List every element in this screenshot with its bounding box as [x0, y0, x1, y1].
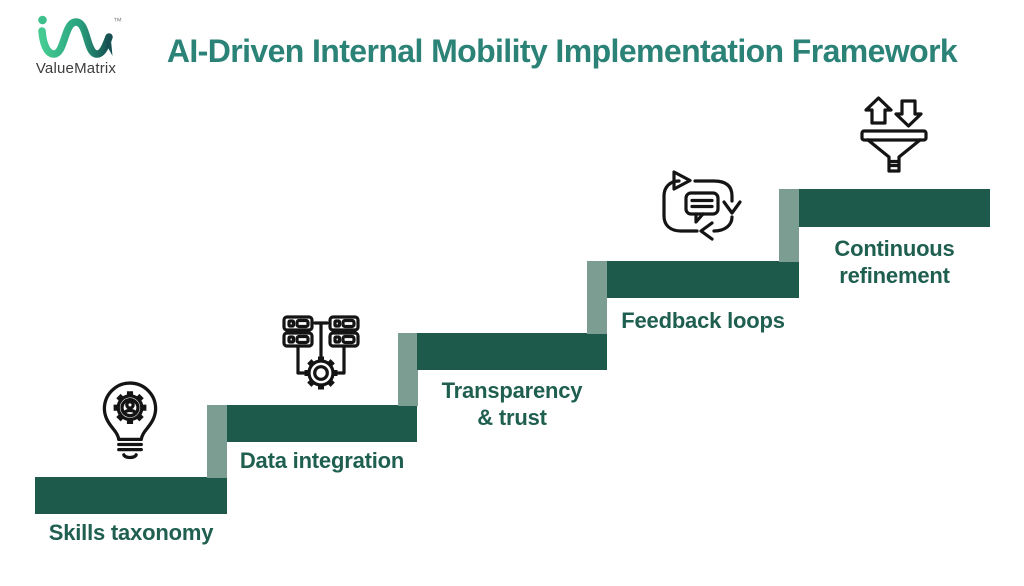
wave-monogram-icon [38, 15, 113, 58]
step-tread [799, 189, 990, 227]
step-tread [417, 333, 607, 370]
step-tread [227, 405, 417, 442]
step-label: Skills taxonomy [48, 520, 214, 545]
step-label: Data integration [239, 448, 405, 473]
conversation-loop-icon [657, 169, 747, 247]
brand-name: ValueMatrix [35, 60, 117, 77]
step-label: Continuous refinement [834, 236, 955, 288]
valuematrix-logo: ™ ValueMatrix [28, 10, 124, 77]
servers-gear-icon [280, 311, 362, 393]
page-title: AI-Driven Internal Mobility Implementati… [166, 33, 958, 69]
step-tread [607, 261, 799, 298]
funnel-sync-icon [856, 95, 932, 175]
step-riser [207, 405, 227, 478]
step-tread [35, 477, 227, 514]
step-riser [779, 189, 799, 262]
step-label: Transparency & trust [441, 378, 583, 430]
step-label: Feedback loops [621, 308, 785, 333]
step-riser [398, 333, 418, 406]
step-riser [587, 261, 607, 334]
lightbulb-gear-user-icon [99, 380, 161, 464]
trademark-symbol: ™ [113, 16, 122, 26]
